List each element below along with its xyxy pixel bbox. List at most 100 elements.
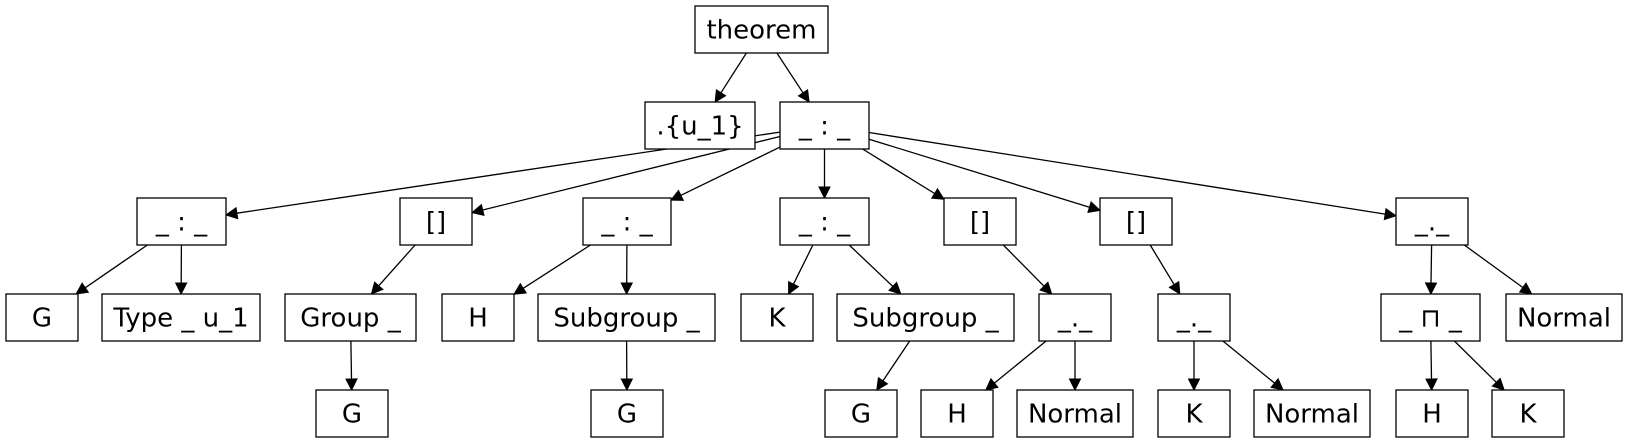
arrowhead-icon <box>797 88 810 103</box>
tree-edge <box>1149 244 1181 295</box>
tree-edge <box>174 244 188 296</box>
edge-line <box>1453 340 1497 383</box>
edge-line <box>862 148 935 195</box>
node-label: _._ <box>1176 304 1212 334</box>
tree-edge <box>848 244 902 295</box>
edge-line <box>1430 340 1433 380</box>
edge-line <box>1463 244 1524 289</box>
tree-node-op: _._ <box>1038 293 1112 342</box>
tree-edge <box>985 340 1047 391</box>
node-label: Normal <box>1265 400 1359 430</box>
node-box <box>136 197 227 246</box>
node-box <box>694 5 829 54</box>
node-box <box>315 389 389 438</box>
node-label: G <box>342 400 362 430</box>
tree-node-op: [] <box>1099 197 1173 246</box>
edge-line <box>868 131 1386 215</box>
arrowhead-icon <box>985 377 999 391</box>
node-label: _._ <box>1057 304 1093 334</box>
tree-edge <box>620 244 634 296</box>
arrowhead-icon <box>370 281 384 295</box>
node-box <box>779 101 870 150</box>
arrowhead-icon <box>876 376 889 391</box>
arrowhead-icon <box>669 189 685 201</box>
tree-edge <box>75 244 148 295</box>
arrowhead-icon <box>1518 282 1533 295</box>
tree-node-g: G <box>5 293 79 342</box>
tree-edge <box>1068 341 1082 392</box>
edge-line <box>882 340 911 382</box>
tree-node-u-1: .{u_1} <box>644 101 756 150</box>
tree-node-op: [] <box>943 197 1017 246</box>
tree-edge <box>868 138 1102 214</box>
tree-node-type-u-1: Type _ u_1 <box>101 293 261 342</box>
arrowhead-icon <box>1270 377 1284 391</box>
tree-node-g: G <box>824 389 898 438</box>
arrowhead-icon <box>174 282 188 296</box>
edge-line <box>868 138 1090 208</box>
tree-edge <box>669 146 781 201</box>
tree-edge <box>1187 341 1201 392</box>
arrowhead-icon <box>1187 378 1201 392</box>
node-label: theorem <box>706 16 816 46</box>
node-box <box>590 389 664 438</box>
tree-edge <box>818 149 831 200</box>
edge-line <box>993 340 1047 384</box>
arrowhead-icon <box>930 187 945 200</box>
tree-edges <box>75 52 1533 392</box>
arrowhead-icon <box>1168 280 1181 295</box>
tree-node-op: _ : _ <box>779 197 870 246</box>
arrowhead-icon <box>620 282 634 296</box>
tree-edge <box>370 244 416 295</box>
arrowhead-icon <box>818 186 831 200</box>
edge-line <box>1149 244 1175 285</box>
tree-edge <box>1425 340 1438 392</box>
tree-node-op: _ : _ <box>136 197 227 246</box>
node-box <box>824 389 898 438</box>
tree-node-subgroup: Subgroup _ <box>537 293 716 342</box>
tree-node-normal: Normal <box>1253 389 1371 438</box>
arrowhead-icon <box>345 378 358 392</box>
node-box <box>5 293 79 342</box>
node-label: Group _ <box>300 304 401 334</box>
node-label: K <box>1185 400 1203 430</box>
node-label: Type _ u_1 <box>112 304 248 334</box>
arrowhead-icon <box>1068 378 1082 392</box>
edge-line <box>378 244 416 287</box>
arrowhead-icon <box>1425 378 1438 392</box>
tree-node-normal: Normal <box>1505 293 1623 342</box>
edge-line <box>680 146 781 196</box>
node-label: Subgroup _ <box>553 304 700 334</box>
node-box <box>943 197 1017 246</box>
edge-line <box>1430 244 1433 284</box>
node-label: _ : _ <box>600 208 653 238</box>
edge-line <box>848 244 894 287</box>
tree-node-op: _._ <box>1157 293 1231 342</box>
tree-edge <box>1002 244 1053 295</box>
tree-node-k: K <box>1491 389 1565 438</box>
tree-node-subgroup: Subgroup _ <box>836 293 1015 342</box>
node-label: Normal <box>1028 400 1122 430</box>
node-label: [] <box>1126 208 1146 238</box>
node-box <box>740 293 814 342</box>
tree-nodes: theorem.{u_1}_ : __ : _[]_ : __ : _[][]_… <box>5 5 1623 438</box>
arrowhead-icon <box>75 282 90 295</box>
edge-line <box>1002 244 1045 287</box>
node-box <box>836 293 1015 342</box>
tree-edge <box>868 131 1398 221</box>
node-label: Subgroup _ <box>852 304 999 334</box>
node-box <box>644 101 756 150</box>
tree-node-k: K <box>1157 389 1231 438</box>
node-box <box>1099 197 1173 246</box>
tree-node-h: H <box>1395 389 1469 438</box>
node-label: K <box>1519 400 1537 430</box>
edge-line <box>522 244 591 289</box>
node-label: G <box>617 400 637 430</box>
arrowhead-icon <box>1039 281 1053 295</box>
tree-node-k: K <box>740 293 814 342</box>
node-box <box>1157 389 1231 438</box>
node-label: Normal <box>1517 304 1611 334</box>
arrowhead-icon <box>1424 282 1438 296</box>
arrowhead-icon <box>888 281 902 295</box>
